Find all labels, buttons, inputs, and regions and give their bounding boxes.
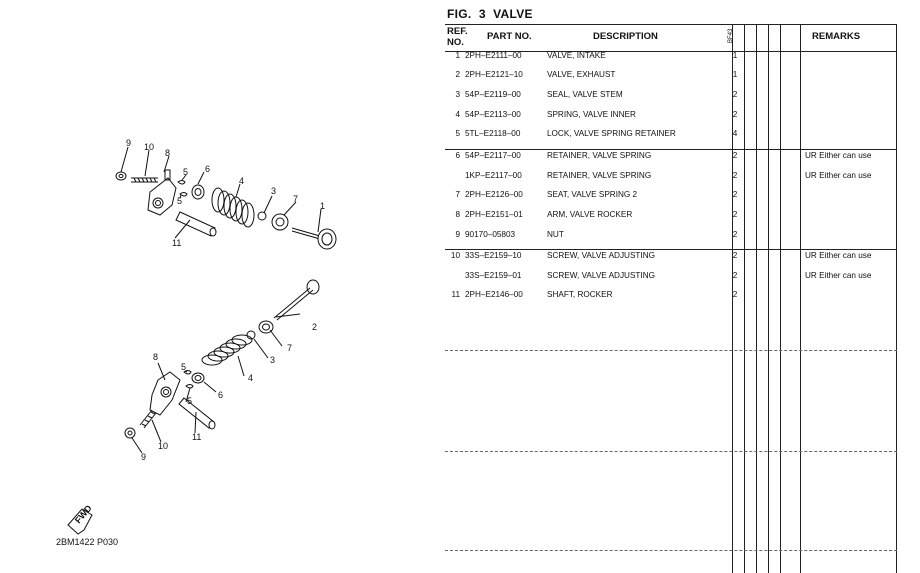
adjusting-screw-lower: [139, 409, 157, 429]
table-top-rule: [445, 24, 897, 25]
svg-text:4: 4: [248, 373, 253, 383]
section-rule: [445, 350, 897, 351]
svg-text:5: 5: [187, 396, 192, 406]
group-separator: [445, 249, 897, 250]
section-rule: [445, 451, 897, 452]
svg-text:11: 11: [192, 432, 201, 442]
svg-text:3: 3: [271, 186, 276, 196]
diagram-code: 2BM1422 P030: [56, 537, 118, 547]
svg-text:4: 4: [239, 176, 244, 186]
column-divider: [896, 24, 897, 573]
nut-part-upper: [115, 171, 127, 181]
column-divider: [780, 24, 781, 573]
svg-text:5: 5: [177, 196, 182, 206]
parts-table: REF. NO. PART NO. DESCRIPTION BF43 REMAR…: [445, 24, 897, 573]
svg-text:3: 3: [270, 355, 275, 365]
rocker-shaft-lower: [178, 397, 216, 430]
callouts-lower: 2 7 3 4 8 5 6 5 10 11 9: [141, 322, 317, 462]
svg-text:2: 2: [312, 322, 317, 332]
figure-title: FIG. 3 VALVE: [447, 7, 533, 21]
column-divider: [756, 24, 757, 573]
figure-label: FIG.: [447, 7, 472, 21]
callouts-upper: 9 10 8 5 6 4 3 7 1 5 11: [126, 138, 325, 248]
column-divider: [744, 24, 745, 573]
svg-text:1: 1: [320, 201, 325, 211]
svg-text:9: 9: [141, 452, 146, 462]
svg-text:11: 11: [172, 238, 181, 248]
valve-spring-upper: [211, 187, 255, 228]
svg-text:10: 10: [144, 142, 154, 152]
figure-name: VALVE: [493, 7, 533, 21]
fwd-arrow-icon: [67, 508, 93, 535]
header-ref: REF. NO.: [447, 26, 468, 48]
adjusting-screw-upper: [131, 177, 158, 183]
svg-text:9: 9: [126, 138, 131, 148]
exploded-parts-diagram: 9 10 8 5 6 4 3 7 1 5 11 2 7 3 4 8 5 6 5 …: [0, 0, 440, 573]
svg-text:5: 5: [181, 362, 186, 372]
valve-spring-lower: [201, 334, 253, 366]
column-divider: [768, 24, 769, 573]
svg-text:6: 6: [218, 390, 223, 400]
figure-number: 3: [478, 7, 486, 21]
rocker-arm-lower: [149, 371, 181, 416]
section-rule: [445, 550, 897, 551]
column-divider: [800, 24, 801, 573]
rocker-arm-upper: [147, 169, 177, 216]
header-remarks: REMARKS: [812, 31, 861, 42]
svg-text:7: 7: [287, 343, 292, 353]
column-divider: [732, 24, 733, 573]
svg-text:8: 8: [165, 148, 170, 158]
svg-text:8: 8: [153, 352, 158, 362]
svg-text:10: 10: [158, 441, 168, 451]
header-part-no: PART NO.: [487, 31, 532, 42]
svg-text:6: 6: [205, 164, 210, 174]
group-separator: [445, 149, 897, 150]
header-description: DESCRIPTION: [593, 31, 658, 42]
svg-text:5: 5: [183, 167, 188, 177]
exhaust-valve: [273, 279, 320, 321]
rocker-shaft-upper: [175, 211, 217, 237]
intake-valve: [291, 227, 337, 250]
svg-text:7: 7: [293, 194, 298, 204]
header-rule: [445, 51, 897, 52]
diagram-drawing: 9 10 8 5 6 4 3 7 1 5 11 2 7 3 4 8 5 6 5 …: [56, 138, 337, 547]
